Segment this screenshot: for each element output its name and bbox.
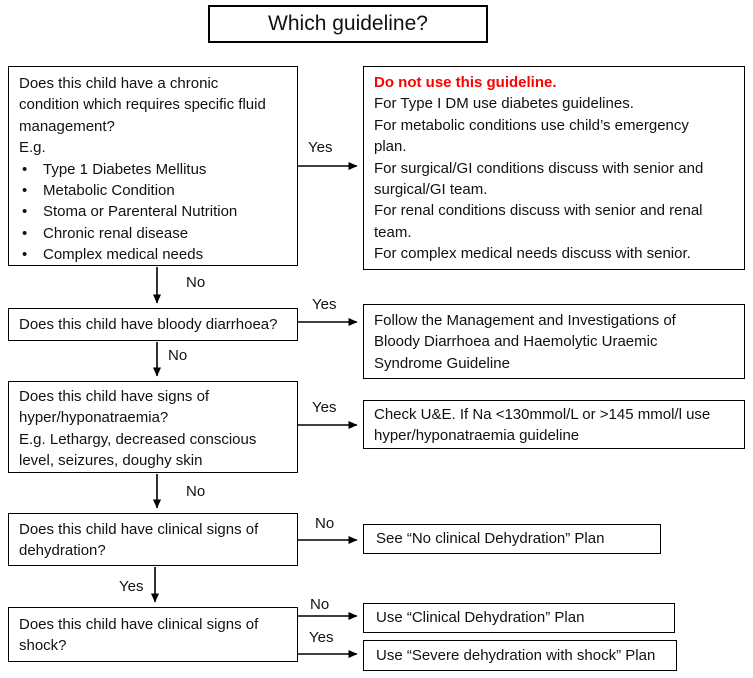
bullet-icon: • [22, 203, 28, 221]
edge-label-q4-yes: Yes [117, 578, 146, 596]
bullet-list: • Type 1 Diabetes Mellitus • Metabolic Con… [19, 159, 287, 266]
bullet-text: Stoma or Parenteral Nutrition [43, 203, 238, 221]
bullet-icon: • [22, 182, 28, 200]
bullet-text: Complex medical needs [43, 246, 204, 264]
edge-label-q5-yes: Yes [307, 629, 336, 647]
do-not-use-heading: Do not use this guideline. [374, 74, 557, 91]
question-text: Does this child have signs of hyper/hypo… [19, 388, 257, 470]
edge-label-q4-no: No [313, 515, 337, 533]
outcome-line: For surgical/GI conditions discuss with … [374, 159, 704, 199]
outcome-box-severe-dehydration-plan: Use “Severe dehydration with shock” Plan [363, 640, 677, 671]
bullet-item: • Stoma or Parenteral Nutrition [19, 201, 287, 222]
outcome-line: For renal conditions discuss with senior… [374, 202, 703, 241]
outcome-text: Check U&E. If Na <130mmol/L or >145 mmol… [374, 406, 711, 445]
question-box-chronic-condition: Does this child have a chronic condition… [8, 66, 298, 266]
bullet-text: Metabolic Condition [43, 182, 175, 200]
outcome-line: For Type I DM use diabetes guidelines. [374, 95, 634, 113]
edge-label-q3-yes: Yes [310, 399, 339, 417]
question-box-hypernatraemia: Does this child have signs of hyper/hypo… [8, 381, 298, 473]
bullet-item: • Complex medical needs [19, 244, 287, 265]
bullet-icon: • [22, 246, 28, 264]
edge-label-q1-no: No [184, 274, 208, 292]
outcome-box-no-dehydration-plan: See “No clinical Dehydration” Plan [363, 524, 661, 554]
bullet-icon: • [22, 224, 28, 242]
bullet-text: Type 1 Diabetes Mellitus [43, 160, 207, 178]
edge-label-q2-yes: Yes [310, 296, 339, 314]
bullet-item: • Metabolic Condition [19, 180, 287, 201]
outcome-box-ue-check: Check U&E. If Na <130mmol/L or >145 mmol… [363, 400, 745, 449]
question-text: Does this child have clinical signs of s… [19, 616, 259, 655]
question-box-shock-signs: Does this child have clinical signs of s… [8, 607, 298, 662]
edge-label-q2-no: No [166, 347, 190, 365]
outcome-box-do-not-use: Do not use this guideline. For Type I DM… [363, 66, 745, 270]
bullet-icon: • [22, 160, 28, 178]
bullet-text: Chronic renal disease [43, 224, 189, 242]
outcome-text: See “No clinical Dehydration” Plan [376, 530, 605, 548]
outcome-text: Use “Severe dehydration with shock” Plan [376, 646, 656, 664]
question-box-dehydration-signs: Does this child have clinical signs of d… [8, 513, 298, 566]
question-text: Does this child have bloody diarrhoea? [19, 315, 278, 333]
title-box: Which guideline? [208, 5, 488, 43]
question-text: Does this child have clinical signs of d… [19, 521, 259, 560]
bullet-item: • Chronic renal disease [19, 223, 287, 244]
outcome-line: For metabolic conditions use child’s eme… [374, 116, 689, 156]
outcome-box-clinical-dehydration-plan: Use “Clinical Dehydration” Plan [363, 603, 675, 633]
bullet-item: • Type 1 Diabetes Mellitus [19, 159, 287, 180]
eg-label: E.g. [19, 139, 46, 157]
outcome-line: For complex medical needs discuss with s… [374, 245, 691, 263]
outcome-text: Follow the Management and Investigations… [374, 312, 676, 372]
question-text: Does this child have a chronic condition… [19, 75, 266, 135]
edge-label-q5-no: No [308, 596, 332, 614]
outcome-box-bloody-diarrhoea-guideline: Follow the Management and Investigations… [363, 304, 745, 379]
edge-label-q3-no: No [184, 483, 208, 501]
page-title: Which guideline? [268, 12, 428, 36]
question-box-bloody-diarrhoea: Does this child have bloody diarrhoea? [8, 308, 298, 341]
edge-label-q1-yes: Yes [306, 139, 335, 157]
outcome-text: Use “Clinical Dehydration” Plan [376, 609, 585, 627]
